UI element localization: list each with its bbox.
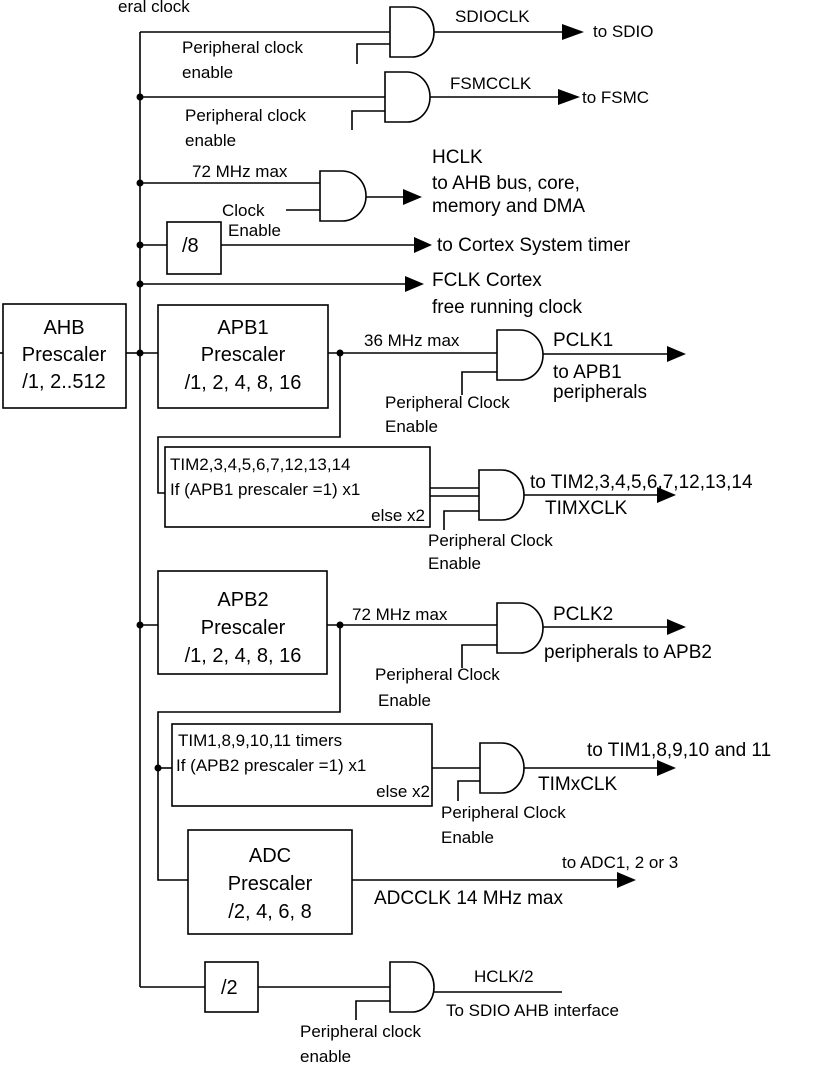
tim-apb1-enable-label-2: Enable (428, 554, 481, 573)
and-gate-pclk2 (496, 602, 544, 654)
arrow-pclk1 (667, 346, 686, 362)
tim-apb1-enable-label-1: Peripheral Clock (428, 531, 553, 550)
apb2-block-subtitle: Prescaler (201, 617, 286, 639)
apb2-tim-block-rule: If (APB2 prescaler =1) x1 (176, 756, 366, 775)
pclk1-dest-label-1: to APB1 (553, 362, 622, 383)
pclk1-label: PCLK1 (553, 330, 613, 351)
and-gate-hclk (319, 170, 367, 222)
tim-apb2-dest-label: to TIM1,8,9,10 and 11 (587, 740, 771, 761)
adc-prescaler-block (187, 829, 353, 935)
pclk1-enable-label-2: Enable (385, 417, 438, 436)
arrow-pclk2 (667, 619, 686, 635)
apb1-timer-multiplier-block (164, 446, 431, 528)
arrow-tim-apb2 (657, 760, 676, 776)
system-clock-label: eral clock (118, 0, 190, 16)
apb2-block-title: APB2 (217, 589, 268, 611)
apb2-tim-block-title: TIM1,8,9,10,11 timers (178, 731, 342, 750)
div2-block (204, 961, 259, 1013)
arrow-systimer (414, 237, 432, 253)
sdio-ahb-enable-label-2: enable (300, 1047, 351, 1066)
hclk-max-label: 72 MHz max (192, 162, 288, 181)
sdioclk-label: SDIOCLK (455, 7, 530, 26)
adc-block-subtitle: Prescaler (228, 873, 313, 895)
hclk-half-label: HCLK/2 (474, 967, 534, 986)
timxclk-lower-label: TIMxCLK (538, 774, 618, 795)
timxclk-upper-label: TIMXCLK (545, 498, 628, 519)
pclk2-enable-label-1: Peripheral Clock (375, 665, 500, 684)
adc-dest-label: to ADC1, 2 or 3 (562, 853, 678, 872)
tim-apb1-dest-label: to TIM2,3,4,5,6,7,12,13,14 (530, 472, 753, 493)
ahb-block-ratios: /1, 2..512 (22, 371, 105, 393)
fsmc-enable-label-2: enable (185, 131, 236, 150)
sdio-enable-label-1: Peripheral clock (182, 38, 303, 57)
hclk-clock-label: Clock (222, 201, 265, 220)
wires (0, 31, 667, 1020)
to-systimer-label: to Cortex System timer (437, 235, 631, 256)
and-gate-sdio-ahb (389, 961, 435, 1013)
hclk-dest-label-2: memory and DMA (432, 196, 585, 217)
apb1-block-title: APB1 (217, 317, 268, 339)
div2-label: /2 (221, 977, 238, 999)
div8-label: /8 (182, 235, 199, 257)
arrow-adc (617, 872, 636, 888)
and-gate-tim-apb1 (478, 469, 525, 521)
apb1-block-subtitle: Prescaler (201, 344, 286, 366)
arrow-hclk (403, 189, 422, 205)
apb2-tim-block-else: else x2 (376, 782, 430, 801)
adcclk-label: ADCCLK 14 MHz max (374, 888, 563, 909)
tim-apb2-enable-label-1: Peripheral Clock (441, 803, 566, 822)
and-gate-fsmc (384, 71, 431, 123)
arrow-sdio (562, 24, 584, 40)
arrow-fsmc (558, 89, 580, 105)
ahb-block-subtitle: Prescaler (22, 344, 107, 366)
apb2-block-ratios: /1, 2, 4, 8, 16 (185, 645, 302, 667)
pclk2-dest-label: peripherals to APB2 (544, 642, 712, 663)
pclk2-max-label: 72 MHz max (352, 605, 448, 624)
pclk1-max-label: 36 MHz max (364, 331, 460, 350)
and-gate-pclk1 (496, 329, 544, 381)
adc-block-title: ADC (249, 845, 291, 867)
apb1-tim-block-else: else x2 (371, 506, 425, 525)
junction-dots (136, 93, 344, 772)
apb2-timer-multiplier-block (171, 723, 433, 807)
hclk-enable-label: Enable (228, 221, 281, 240)
ahb-block-title: AHB (43, 317, 84, 339)
pclk1-enable-label-1: Peripheral Clock (385, 393, 510, 412)
arrow-fclk (405, 276, 424, 292)
to-sdio-label: to SDIO (593, 22, 653, 41)
fsmc-enable-label-1: Peripheral clock (185, 106, 306, 125)
apb2-prescaler-block (157, 570, 328, 675)
pclk1-dest-label-2: peripherals (553, 382, 647, 403)
ahb-prescaler-block (2, 303, 127, 409)
arrowheads (403, 24, 686, 888)
and-gate-tim-apb2 (479, 742, 525, 794)
pclk2-enable-label-2: Enable (378, 691, 431, 710)
to-fsmc-label: to FSMC (582, 88, 649, 107)
adc-block-ratios: /2, 4, 6, 8 (228, 901, 311, 923)
fsmcclk-label: FSMCCLK (450, 74, 532, 93)
pclk2-label: PCLK2 (553, 604, 613, 625)
to-sdio-ahb-label: To SDIO AHB interface (446, 1001, 619, 1020)
and-gate-sdio (389, 6, 435, 58)
apb1-tim-block-rule: If (APB1 prescaler =1) x1 (170, 480, 360, 499)
hclk-dest-label-1: to AHB bus, core, (432, 173, 580, 194)
apb1-prescaler-block (157, 304, 329, 409)
sdio-enable-label-2: enable (182, 63, 233, 82)
arrow-tim-apb1 (657, 487, 676, 503)
tim-apb2-enable-label-2: Enable (441, 828, 494, 847)
apb1-tim-block-title: TIM2,3,4,5,6,7,12,13,14 (170, 455, 351, 474)
and-gates (319, 6, 544, 1013)
fclk-label-1: FCLK Cortex (432, 270, 542, 291)
apb1-block-ratios: /1, 2, 4, 8, 16 (185, 372, 302, 394)
hclk-label: HCLK (432, 147, 483, 168)
div8-block (166, 221, 222, 275)
sdio-ahb-enable-label-1: Peripheral clock (300, 1022, 421, 1041)
fclk-label-2: free running clock (432, 297, 582, 318)
